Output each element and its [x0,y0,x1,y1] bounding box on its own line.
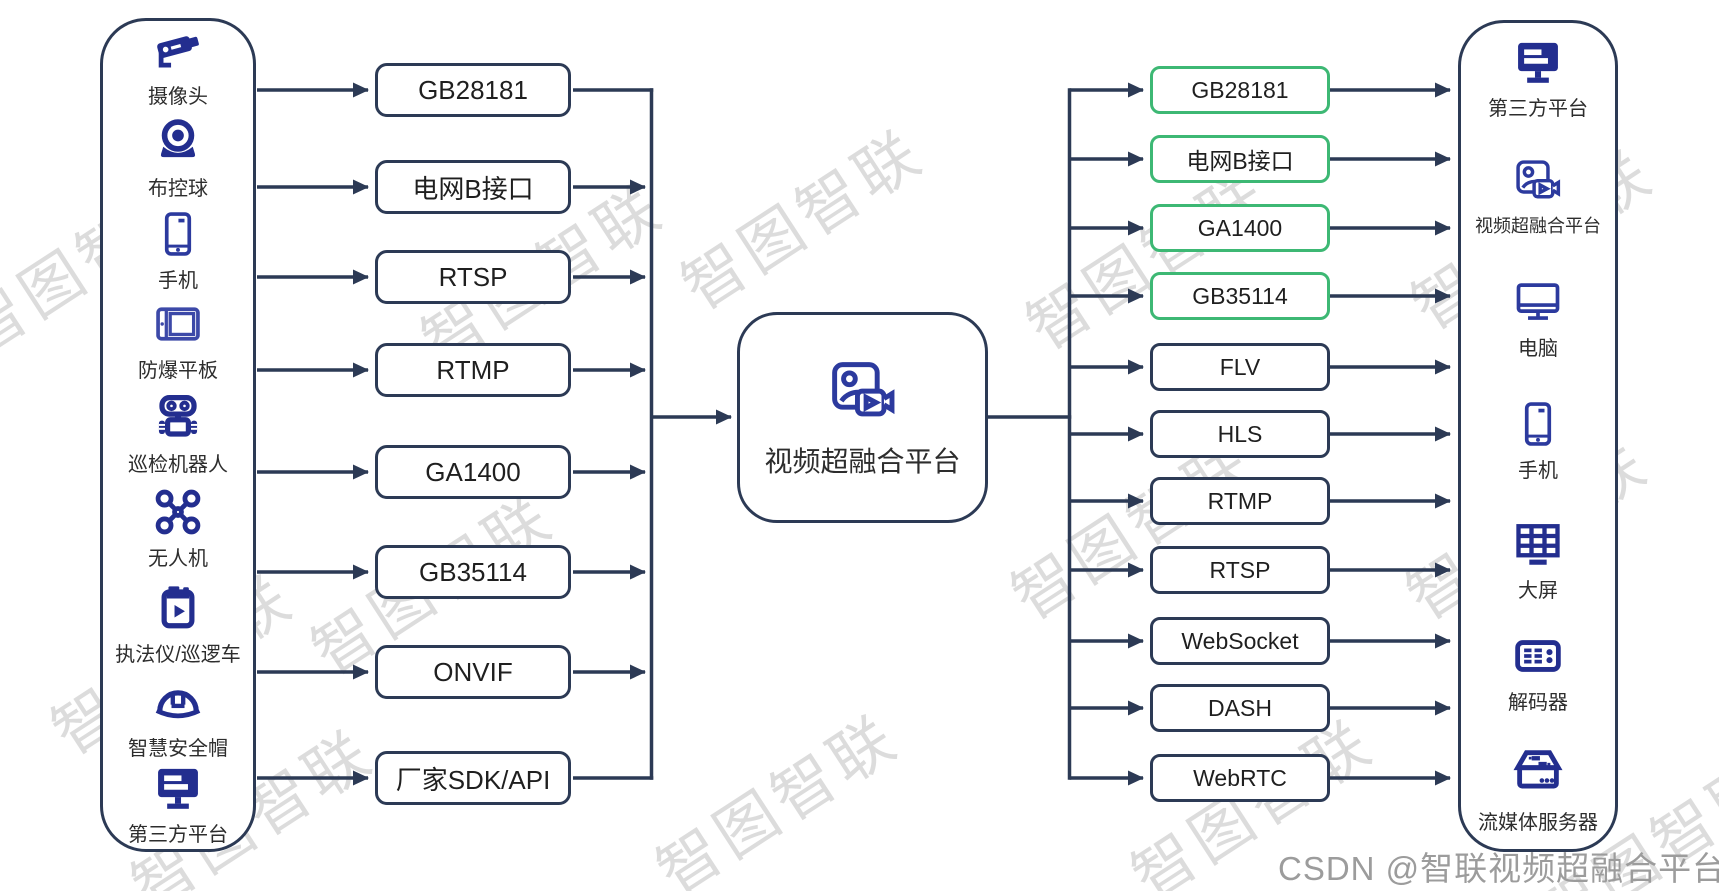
protocol-box-out-webrtc: WebRTC [1150,754,1330,802]
protocol-box-in-grid-b: 电网B接口 [375,160,571,214]
monitor-platform-icon [158,768,198,809]
device-third-party-platform: 第三方平台 [103,762,253,847]
protocol-box-out-flv: FLV [1150,343,1330,391]
device-label: 摄像头 [148,86,208,108]
flow-arrows [257,82,1451,786]
protocol-box-out-dash: DASH [1150,684,1330,732]
protocol-box-in-gb35114: GB35114 [375,545,571,599]
protocol-label: GA1400 [425,456,521,487]
smartphone-icon [1524,402,1552,446]
protocol-box-out-grid-b: 电网B接口 [1150,135,1330,183]
device-label: 布控球 [148,178,208,200]
device-label: 智慧安全帽 [128,738,228,760]
protocol-label: 电网B接口 [1186,148,1294,174]
protocol-label: WebSocket [1181,627,1299,654]
bodycam-icon [161,586,195,629]
device-label: 解码器 [1508,692,1568,714]
protocol-label: RTSP [1209,556,1271,583]
protocol-box-in-ga1400: GA1400 [375,445,571,499]
device-media-server: 流媒体服务器 [1460,744,1616,835]
desktop-computer-icon [1516,283,1560,320]
device-robot: 巡检机器人 [103,392,253,477]
protocol-box-in-rtsp: RTSP [375,250,571,304]
device-label: 防爆平板 [138,360,218,382]
device-label: 手机 [1518,460,1558,482]
protocol-box-in-gb28181: GB28181 [375,63,571,117]
tablet-icon [156,307,200,341]
protocol-label: GB28181 [1191,76,1289,103]
protocol-label: GB35114 [1192,282,1288,309]
protocol-label: ONVIF [433,656,513,687]
device-label: 执法仪/巡逻车 [115,644,241,666]
protocol-box-out-rtmp: RTMP [1150,477,1330,525]
drone-icon [155,489,201,535]
device-label: 电脑 [1518,338,1558,360]
protocol-label: GA1400 [1197,214,1283,241]
protocol-box-in-onvif: ONVIF [375,645,571,699]
device-label: 流媒体服务器 [1478,812,1598,834]
center-platform-label: 视频超融合平台 [764,445,961,477]
video-platform-icon [1516,160,1561,199]
protocol-box-in-sdk-api: 厂家SDK/API [375,751,571,805]
device-label: 无人机 [148,548,208,570]
device-camera: 摄像头 [103,24,253,109]
cctv-camera-icon [157,36,199,68]
protocol-label: FLV [1219,353,1261,380]
protocol-label: DASH [1208,694,1272,721]
device-computer: 电脑 [1460,276,1616,361]
device-label: 大屏 [1518,580,1558,602]
device-label: 第三方平台 [1488,98,1588,120]
protocol-box-out-gb28181: GB28181 [1150,66,1330,114]
protocol-label: RTMP [436,354,510,385]
device-video-wall: 大屏 [1460,518,1616,603]
protocol-box-out-ga1400: GA1400 [1150,204,1330,252]
device-label: 第三方平台 [128,824,228,846]
device-video-platform: 视频超融合平台 [1460,156,1616,238]
protocol-label: WebRTC [1193,764,1287,791]
video-platform-icon [831,361,894,416]
device-ptz-dome: 布控球 [103,116,253,201]
attribution-watermark: CSDN @智联视频超融合平台 [1278,850,1719,887]
device-helmet: 智慧安全帽 [103,676,253,761]
protocol-label: HLS [1217,420,1263,447]
media-server-icon [1513,750,1563,789]
device-drone: 无人机 [103,486,253,571]
video-wall-icon [1516,524,1560,565]
protocol-box-out-rtsp: RTSP [1150,546,1330,594]
robot-icon [158,395,198,437]
protocol-box-out-websocket: WebSocket [1150,617,1330,665]
device-label: 巡检机器人 [128,454,228,476]
protocol-label: GB28181 [418,74,528,105]
device-phone: 手机 [103,208,253,293]
protocol-label: 厂家SDK/API [395,764,551,795]
ptz-dome-camera-icon [160,119,196,158]
device-phone: 手机 [1460,398,1616,483]
device-bodycam: 执法仪/巡逻车 [103,582,253,667]
protocol-label: RTMP [1207,487,1273,514]
protocol-label: RTSP [438,261,508,292]
device-label: 手机 [158,270,198,292]
protocol-box-in-rtmp: RTMP [375,343,571,397]
smartphone-icon [164,212,192,256]
protocol-label: 电网B接口 [412,173,534,204]
device-decoder: 解码器 [1460,630,1616,715]
protocol-box-out-hls: HLS [1150,410,1330,458]
device-third-party-platform: 第三方平台 [1460,36,1616,121]
center-platform-node: 视频超融合平台 [737,312,988,523]
device-tablet: 防爆平板 [103,298,253,383]
protocol-box-out-gb35114: GB35114 [1150,272,1330,320]
device-label: 视频超融合平台 [1475,216,1601,236]
safety-helmet-icon [155,690,201,719]
protocol-label: GB35114 [419,556,527,587]
monitor-platform-icon [1518,42,1558,83]
decoder-icon [1515,640,1561,672]
